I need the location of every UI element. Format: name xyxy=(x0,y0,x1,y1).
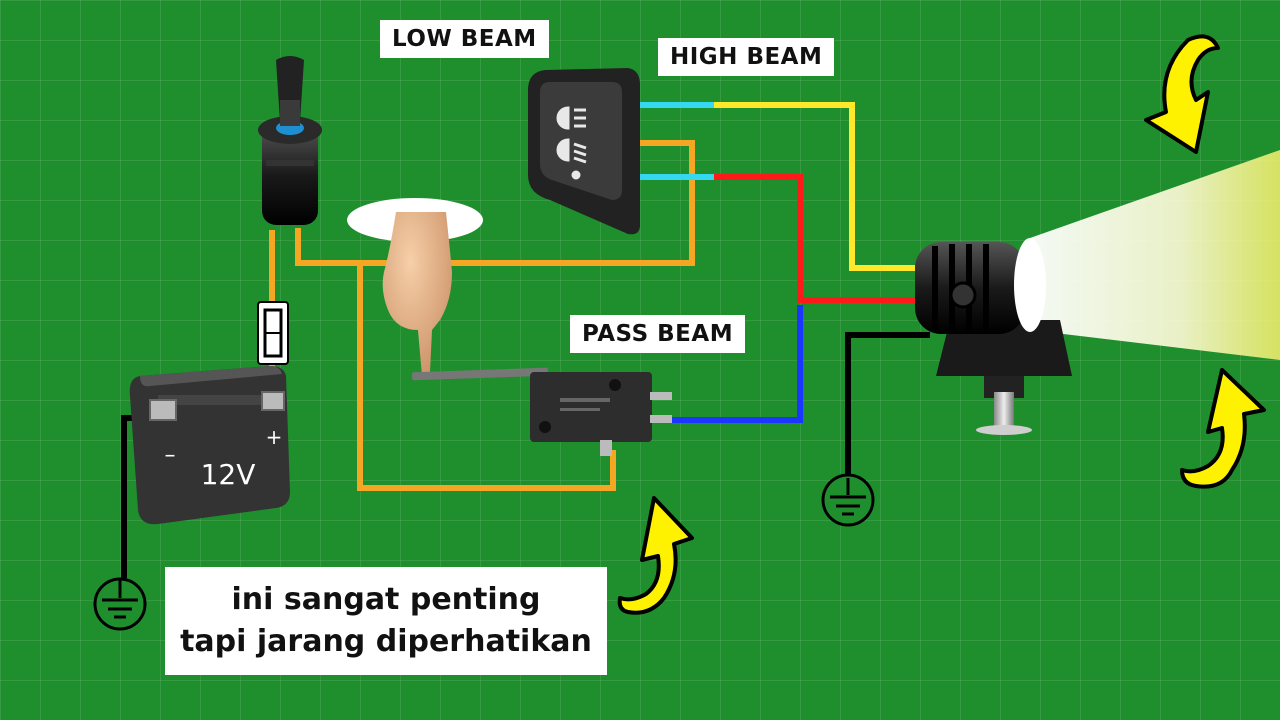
hand-pointer-icon xyxy=(347,198,483,377)
wire-blue xyxy=(672,305,803,423)
dimmer-switch-icon xyxy=(528,68,640,235)
battery-minus: – xyxy=(165,443,176,468)
fuse-icon xyxy=(257,301,289,365)
high-beam-label: HIGH BEAM xyxy=(658,38,835,76)
battery-plus: + xyxy=(266,425,283,449)
wire-yellow xyxy=(714,102,915,271)
wire-red xyxy=(714,174,915,303)
caption-box: ini sangat penting tapi jarang diperhati… xyxy=(165,567,607,675)
wire-orange-dimmer xyxy=(360,140,695,266)
wire-orange-ignition xyxy=(295,228,360,266)
micro-switch-icon xyxy=(411,367,672,456)
wire-black-headlight xyxy=(845,332,930,478)
caption-line-1: ini sangat penting xyxy=(231,582,541,617)
ground-icon xyxy=(93,577,147,631)
curved-arrow-icon xyxy=(1180,368,1266,489)
headlight-icon xyxy=(915,238,1072,435)
ignition-key-icon xyxy=(258,56,322,225)
wire-orange-pass xyxy=(357,263,616,491)
caption-line-2: tapi jarang diperhatikan xyxy=(180,624,592,659)
wires xyxy=(121,102,930,578)
low-beam-label: LOW BEAM xyxy=(380,20,549,58)
pass-beam-label: PASS BEAM xyxy=(570,315,746,353)
light-beam xyxy=(1030,150,1280,360)
curved-arrow-icon xyxy=(617,496,694,615)
ground-icon xyxy=(821,473,875,527)
curved-arrow-icon xyxy=(1144,34,1220,154)
battery-voltage: 12V xyxy=(201,458,256,491)
battery-icon: 12V + – xyxy=(129,366,290,525)
